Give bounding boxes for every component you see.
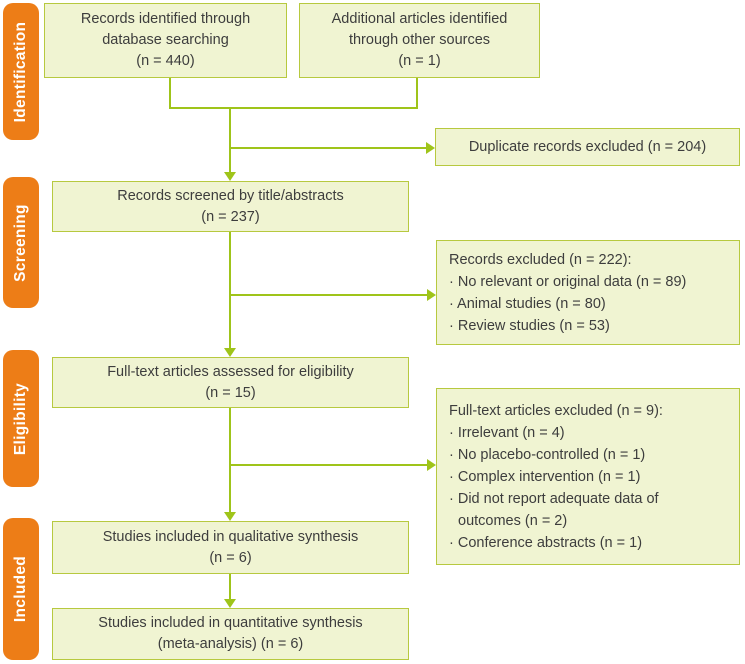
box-text-line: through other sources (348, 32, 491, 48)
box-bullet-line: · Did not report adequate data of (449, 491, 659, 507)
box-title-line: Records excluded (n = 222): (449, 252, 632, 268)
box-bullet-line: · Animal studies (n = 80) (449, 296, 606, 312)
records-excluded-box: Records excluded (n = 222): · No relevan… (436, 240, 740, 345)
stage-label-included: Included (12, 555, 29, 623)
records-screened-box: Records screened by title/abstracts (n =… (52, 181, 409, 232)
arrowhead-down-icon (224, 599, 236, 608)
stage-bar-included: Included (3, 518, 39, 660)
box-count-line: (n = 440) (136, 53, 195, 69)
connector-line (416, 78, 418, 109)
box-bullet-line: · Irrelevant (n = 4) (449, 425, 565, 441)
box-bullet-continuation-line: outcomes (n = 2) (458, 513, 568, 529)
records-identified-box: Records identified through database sear… (44, 3, 287, 78)
box-bullet-line: · Complex intervention (n = 1) (449, 469, 641, 485)
arrowhead-down-icon (224, 348, 236, 357)
arrowhead-right-icon (427, 289, 436, 301)
stage-label-identification: Identification (12, 21, 29, 122)
connector-line (169, 78, 171, 109)
box-bullet-line: · Conference abstracts (n = 1) (449, 535, 643, 551)
connector-line (229, 574, 231, 599)
box-title-line: Full-text articles excluded (n = 9): (449, 403, 663, 419)
stage-label-screening: Screening (12, 203, 29, 282)
box-count-line: (n = 6) (209, 549, 252, 566)
stage-label-eligibility: Eligibility (12, 382, 29, 455)
stage-bar-eligibility: Eligibility (3, 350, 39, 487)
qualitative-synthesis-box: Studies included in qualitative synthesi… (52, 521, 409, 574)
box-text-line: Additional articles identified (331, 11, 508, 27)
connector-line (229, 464, 427, 466)
connector-line (229, 107, 231, 173)
stage-bar-identification: Identification (3, 3, 39, 140)
connector-line (229, 147, 427, 149)
quantitative-synthesis-box: Studies included in quantitative synthes… (52, 608, 409, 660)
box-bullet-line: · No placebo-controlled (n = 1) (449, 447, 646, 463)
connector-line (229, 408, 231, 512)
connector-line (229, 232, 231, 348)
fulltext-excluded-box: Full-text articles excluded (n = 9): · I… (436, 388, 740, 565)
stage-bar-screening: Screening (3, 177, 39, 308)
arrowhead-down-icon (224, 172, 236, 181)
box-count-line: (meta-analysis) (n = 6) (157, 636, 304, 652)
arrowhead-right-icon (426, 142, 435, 154)
box-text-line: Full-text articles assessed for eligibil… (107, 363, 354, 380)
arrowhead-right-icon (427, 459, 436, 471)
box-text-line: Records screened by title/abstracts (117, 187, 344, 204)
box-count-line: (n = 15) (205, 384, 256, 401)
connector-line (229, 294, 427, 296)
box-text-line: Duplicate records excluded (n = 204) (468, 138, 707, 155)
additional-articles-box: Additional articles identified through o… (299, 3, 540, 78)
box-bullet-line: · No relevant or original data (n = 89) (449, 274, 687, 290)
box-count-line: (n = 1) (398, 53, 441, 69)
box-text-line: Records identified through (80, 11, 251, 27)
arrowhead-down-icon (224, 512, 236, 521)
box-bullet-line: · Review studies (n = 53) (449, 318, 610, 334)
connector-line (169, 107, 418, 109)
fulltext-assessed-box: Full-text articles assessed for eligibil… (52, 357, 409, 408)
duplicates-excluded-box: Duplicate records excluded (n = 204) (435, 128, 740, 166)
box-count-line: (n = 237) (201, 208, 260, 225)
box-text-line: Studies included in qualitative synthesi… (102, 528, 359, 545)
box-text-line: database searching (102, 32, 229, 48)
box-text-line: Studies included in quantitative synthes… (98, 615, 363, 631)
